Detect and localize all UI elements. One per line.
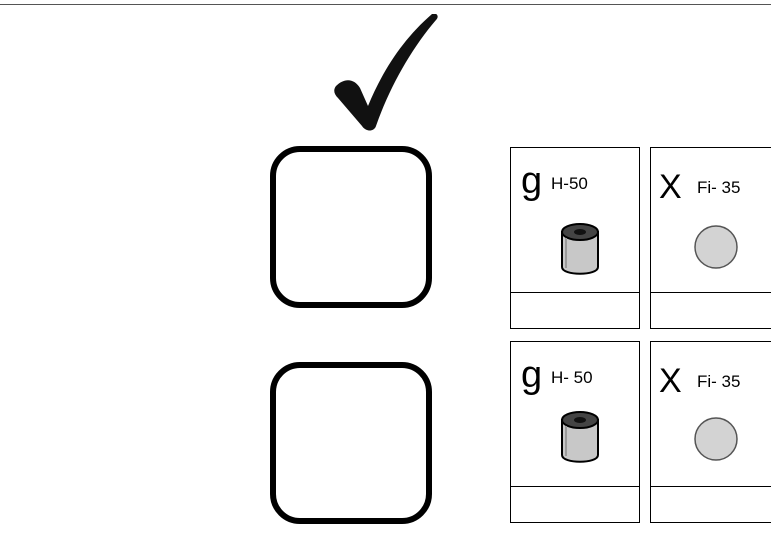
- card-footer: [511, 486, 639, 522]
- card-x-row-2[interactable]: X Fi- 35: [650, 341, 771, 523]
- checkbox-row-2[interactable]: [270, 362, 432, 524]
- card-code: Fi- 35: [697, 178, 741, 197]
- circle-icon: [694, 417, 738, 461]
- cylinder-icon: [561, 223, 599, 275]
- card-letter: g: [521, 354, 543, 396]
- checkmark-icon: [334, 14, 438, 131]
- card-letter: g: [521, 160, 543, 202]
- checkbox-row-1[interactable]: [270, 146, 432, 308]
- card-code: Fi- 35: [697, 372, 741, 391]
- card-x-row-1[interactable]: X Fi- 35: [650, 147, 771, 329]
- card-footer: [651, 292, 771, 328]
- card-footer: [651, 486, 771, 522]
- card-footer: [511, 292, 639, 328]
- card-letter: X: [659, 168, 682, 206]
- card-g-row-2[interactable]: g H- 50: [510, 341, 640, 523]
- card-g-row-1[interactable]: g H-50: [510, 147, 640, 329]
- cylinder-icon: [561, 411, 599, 463]
- card-letter: X: [659, 362, 682, 400]
- circle-icon: [694, 225, 738, 269]
- card-code: H-50: [551, 174, 588, 193]
- card-code: H- 50: [551, 368, 593, 387]
- top-divider: [0, 4, 771, 5]
